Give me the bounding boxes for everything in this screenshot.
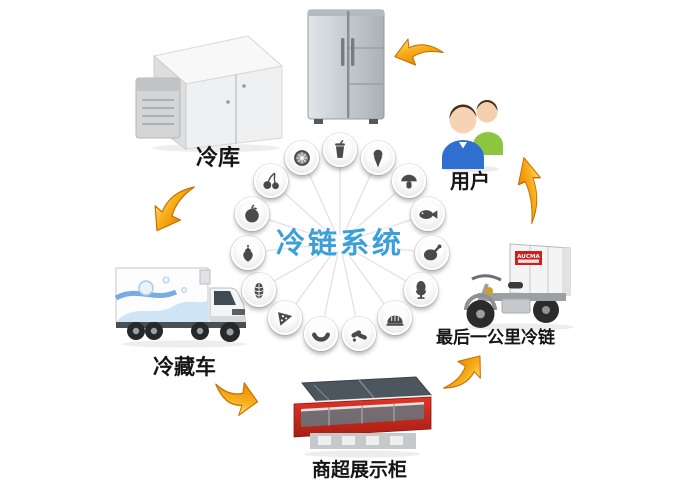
food-icon-ice-cream-cone — [360, 141, 395, 176]
food-icon-egg-cup — [403, 272, 438, 307]
food-icon-bread — [377, 301, 412, 336]
food-icon-fish — [411, 197, 446, 232]
tricycle-brand-text: AUCMA — [517, 254, 540, 260]
reefer-truck-label: 冷藏车 — [153, 355, 216, 379]
food-icon-kiwi-slice — [285, 141, 320, 176]
refrigerator-illustration — [307, 9, 385, 124]
food-icon-poultry — [415, 235, 450, 270]
cold-storage-label: 冷库 — [196, 146, 241, 171]
display-cabinet-label: 商超展示柜 — [312, 459, 408, 481]
arrow-lastmile-to-users-icon — [517, 156, 541, 225]
users-label: 用户 — [450, 169, 490, 193]
food-icon-sausage — [303, 316, 338, 351]
reefer-truck-illustration — [114, 267, 246, 348]
display-cabinet-illustration — [293, 376, 433, 458]
arrow-truck-to-cabinet-icon — [215, 382, 259, 416]
cold-storage-illustration — [135, 35, 284, 152]
last-mile-tricycle-illustration: AUCMA — [464, 243, 574, 331]
users-illustration — [442, 99, 503, 173]
food-icon-drink-cup — [323, 133, 357, 167]
arrow-users-to-refrigerator-icon — [394, 38, 444, 66]
arrow-cabinet-to-lastmile-icon — [442, 355, 481, 389]
last-mile-label: 最后一公里冷链 — [436, 328, 555, 348]
food-icon-corn — [242, 272, 277, 307]
food-icon-cherries — [253, 163, 288, 198]
diagram-title: 冷链系统 — [275, 226, 405, 260]
food-icon-mushroom — [392, 163, 427, 198]
food-icon-capsules — [342, 316, 377, 351]
food-icon-pizza-slice — [268, 301, 303, 336]
food-icon-apple — [234, 197, 269, 232]
food-icon-strawberry — [230, 235, 265, 270]
arrow-coldstorage-to-truck-icon — [154, 186, 195, 232]
